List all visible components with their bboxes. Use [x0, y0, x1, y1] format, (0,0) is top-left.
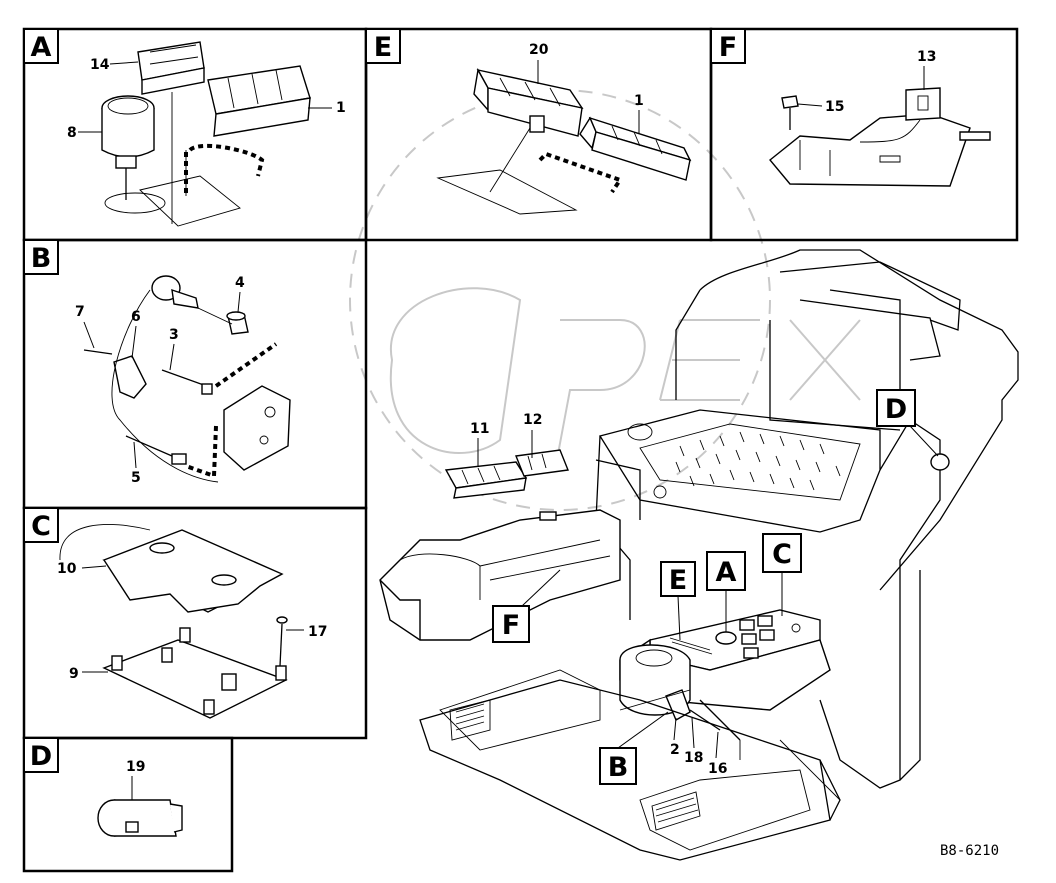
figure-code: B8-6210: [940, 843, 999, 859]
panel-b-frame: [22, 238, 368, 510]
svg-text:D: D: [30, 741, 52, 772]
callout-f: F: [492, 569, 561, 643]
part-label-15: 15: [825, 99, 844, 115]
panel-c-tag: C: [23, 507, 59, 543]
svg-text:C: C: [772, 539, 792, 570]
svg-text:C: C: [31, 511, 51, 542]
panel-a-tag: A: [23, 28, 59, 64]
panel-e-drawing: [436, 67, 692, 215]
callout-d: D: [876, 389, 939, 457]
callout-e: E: [660, 561, 696, 641]
part-label-4: 4: [235, 275, 245, 291]
part-label-2: 2: [670, 742, 680, 758]
part-label-1a: 1: [336, 100, 346, 116]
panel-c-drawing: [59, 523, 288, 719]
svg-text:E: E: [669, 565, 687, 596]
svg-text:B: B: [31, 243, 52, 274]
part-label-13: 13: [917, 49, 936, 65]
callout-b: B: [599, 711, 669, 785]
svg-text:F: F: [502, 610, 520, 641]
cab-assembly: [379, 249, 1019, 861]
callout-c: C: [762, 533, 802, 616]
part-label-19: 19: [126, 759, 145, 775]
svg-text:A: A: [31, 32, 52, 63]
svg-text:D: D: [885, 394, 907, 425]
part-label-1e: 1: [634, 93, 644, 109]
part-label-18: 18: [684, 750, 703, 766]
part-label-5: 5: [131, 470, 141, 486]
part-label-17: 17: [308, 624, 327, 640]
panel-e-tag: E: [365, 28, 401, 64]
part-label-14: 14: [90, 57, 110, 73]
part-label-6: 6: [131, 309, 141, 325]
part-label-16: 16: [708, 761, 727, 777]
svg-text:A: A: [716, 557, 737, 588]
part-label-12: 12: [523, 412, 542, 428]
panel-b-drawing: [83, 275, 291, 483]
panel-f-tag: F: [710, 28, 746, 64]
svg-text:F: F: [719, 32, 737, 63]
part-label-9: 9: [69, 666, 79, 682]
part-label-20: 20: [529, 42, 549, 58]
part-label-10: 10: [57, 561, 77, 577]
panel-b-tag: B: [23, 239, 59, 275]
part-label-8: 8: [67, 125, 77, 141]
part-label-11: 11: [470, 421, 489, 437]
part-label-3: 3: [169, 327, 179, 343]
callout-a: A: [706, 551, 746, 632]
panel-d-frame: [22, 736, 234, 873]
panel-f-frame: [709, 27, 1019, 242]
panel-d-tag: D: [23, 737, 59, 773]
svg-text:B: B: [608, 752, 629, 783]
panel-d-drawing: [97, 799, 183, 837]
panel-a-drawing: [101, 41, 311, 227]
svg-text:E: E: [374, 32, 392, 63]
part-label-7: 7: [75, 304, 85, 320]
panel-f-drawing: [769, 87, 991, 187]
